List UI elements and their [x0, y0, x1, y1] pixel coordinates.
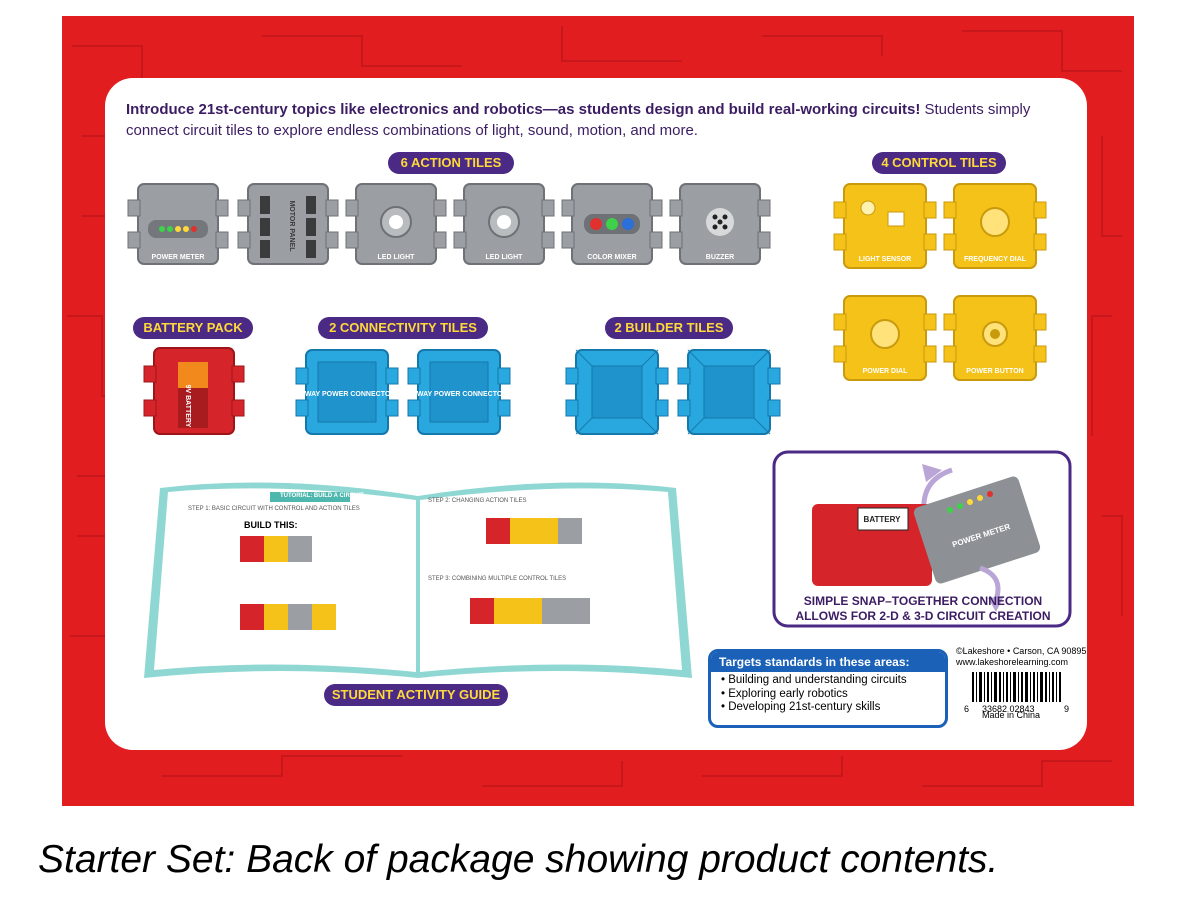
light-sensor-label: LIGHT SENSOR [859, 256, 912, 263]
snap-line1: SIMPLE SNAP–TOGETHER CONNECTION [803, 594, 1043, 608]
snap-battery-label: BATTERY [864, 515, 902, 524]
snap-connection-inset: BATTERY POWER METER [772, 450, 1072, 628]
led-light-tile-2: LED LIGHT [453, 183, 555, 265]
4-way-connector-label: 4-WAY POWER CONNECTOR [411, 391, 508, 398]
2-way-connector-tile: 2-WAY POWER CONNECTOR [295, 349, 399, 435]
guide-tab: TUTORIAL: BUILD A CIRCUIT [280, 493, 364, 499]
control-tiles-heading: 4 CONTROL TILES [872, 152, 1006, 174]
2-way-connector-label: 2-WAY POWER CONNECTOR [299, 391, 396, 398]
intro-bold: Introduce 21st-century topics like elect… [126, 101, 921, 118]
power-meter-tile: POWER METER [127, 183, 229, 265]
battery-label: 9V BATTERY [184, 385, 191, 428]
frequency-dial-tile: FREQUENCY DIAL [943, 183, 1047, 269]
activity-guide-book: TUTORIAL: BUILD A CIRCUIT STEP 1: BASIC … [140, 478, 696, 678]
guide-step3: STEP 3: COMBINING MULTIPLE CONTROL TILES [428, 576, 567, 582]
buzzer-tile: BUZZER [669, 183, 771, 265]
image-caption: Starter Set: Back of package showing pro… [38, 838, 999, 881]
led-light-tile-1: LED LIGHT [345, 183, 447, 265]
barcode: 6 33682 02843 9 [962, 670, 1072, 720]
standards-box: Targets standards in these areas: Buildi… [708, 649, 948, 728]
builder-tiles-heading: 2 BUILDER TILES [605, 317, 733, 339]
standards-title: Targets standards in these areas: [711, 652, 945, 672]
standards-list: Building and understanding circuits Expl… [711, 674, 945, 715]
intro-rest: Students simply connect circuit tiles to… [126, 101, 1031, 139]
color-mixer-tile: COLOR MIXER [561, 183, 663, 265]
battery-pack-heading: BATTERY PACK [133, 317, 253, 339]
motor-panel-tile: MOTOR PANEL [237, 183, 339, 265]
led-light-label-2: LED LIGHT [486, 254, 524, 261]
made-in: Made in China [982, 710, 1041, 720]
snap-line2: ALLOWS FOR 2-D & 3-D CIRCUIT CREATION [795, 609, 1051, 623]
guide-heading: STUDENT ACTIVITY GUIDE [324, 684, 508, 706]
circuit-pattern [67, 26, 1123, 787]
builder-tile-1 [565, 349, 669, 435]
led-light-label-1: LED LIGHT [378, 254, 416, 261]
legal-line1: ©Lakeshore • Carson, CA 90895 [956, 646, 1087, 656]
barcode-digits: 33682 02843 [982, 704, 1035, 714]
action-tiles-heading: 6 ACTION TILES [388, 152, 514, 174]
barcode-right-digit: 9 [1064, 704, 1069, 714]
motor-panel-label: MOTOR PANEL [288, 200, 295, 252]
frequency-dial-label: FREQUENCY DIAL [964, 256, 1027, 263]
standards-item: Building and understanding circuits [721, 674, 945, 688]
builder-tile-2 [677, 349, 781, 435]
power-dial-label: POWER DIAL [863, 368, 908, 375]
buzzer-label: BUZZER [706, 254, 734, 261]
intro-text: Introduce 21st-century topics like elect… [126, 99, 1066, 141]
power-dial-tile: POWER DIAL [833, 295, 937, 381]
power-meter-label: POWER METER [152, 254, 205, 261]
power-button-tile: POWER BUTTON [943, 295, 1047, 381]
color-mixer-label: COLOR MIXER [587, 254, 636, 261]
power-button-label: POWER BUTTON [966, 368, 1023, 375]
book-shape [144, 482, 692, 678]
snap-caption: SIMPLE SNAP–TOGETHER CONNECTION ALLOWS F… [775, 594, 1071, 624]
guide-step1: STEP 1: BASIC CIRCUIT WITH CONTROL AND A… [188, 506, 360, 512]
battery-pack-tile: 9V BATTERY [143, 347, 245, 435]
barcode-left-digit: 6 [964, 704, 969, 714]
standards-item: Developing 21st-century skills [721, 701, 945, 715]
4-way-connector-tile: 4-WAY POWER CONNECTOR [407, 349, 511, 435]
standards-item: Exploring early robotics [721, 688, 945, 702]
legal-info: ©Lakeshore • Carson, CA 90895 www.lakesh… [956, 646, 1086, 668]
connectivity-tiles-heading: 2 CONNECTIVITY TILES [318, 317, 488, 339]
guide-step2: STEP 2: CHANGING ACTION TILES [428, 498, 527, 504]
guide-build-this: BUILD THIS: [244, 520, 298, 530]
legal-line2: www.lakeshorelearning.com [956, 657, 1069, 667]
light-sensor-tile: LIGHT SENSOR [833, 183, 937, 269]
